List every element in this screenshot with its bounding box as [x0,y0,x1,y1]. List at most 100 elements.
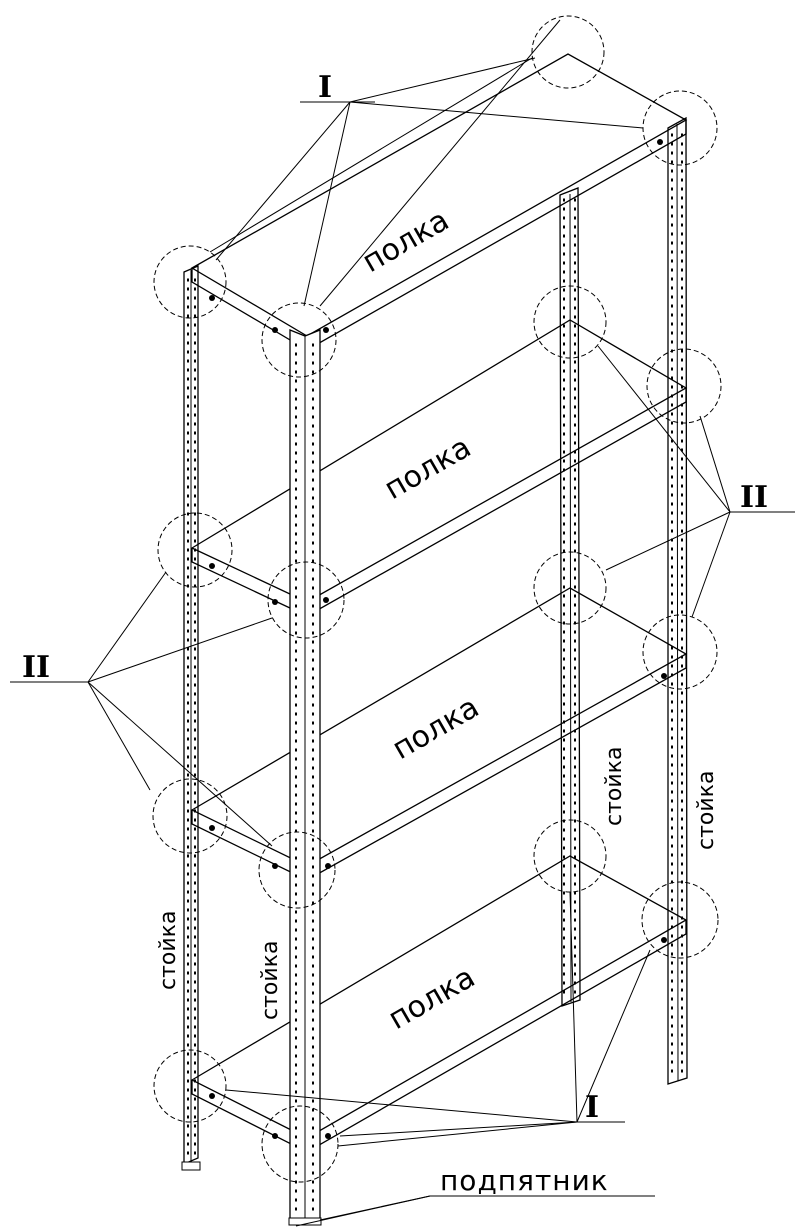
perforation-hole [671,421,673,425]
perforation-hole [574,729,576,733]
perforation-hole [194,395,196,399]
perforation-hole [187,305,189,309]
perforation-hole [295,1036,297,1040]
perforation-hole [194,467,196,471]
perforation-hole [194,845,196,849]
perforation-hole [312,919,314,923]
perforation-hole [295,595,297,599]
callouts-node-two-right [597,345,795,618]
perforation-hole [187,629,189,633]
perforation-hole [295,424,297,428]
perforation-hole [194,1007,196,1011]
perforation-hole [295,928,297,932]
perforation-hole [574,747,576,751]
perforation-hole [574,342,576,346]
perforation-hole [194,908,196,912]
perforation-hole [187,764,189,768]
perforation-hole [563,261,565,265]
perforation-hole [671,682,673,686]
perforation-hole [295,352,297,356]
perforation-hole [194,980,196,984]
node-label-one-bottom: I [585,1090,599,1125]
perforation-hole [194,458,196,462]
perforation-hole [312,640,314,644]
perforation-hole [563,783,565,787]
perforation-hole [187,1016,189,1020]
perforation-hole [295,847,297,851]
perforation-hole [681,619,683,623]
perforation-hole [312,1180,314,1184]
perforation-hole [681,232,683,236]
perforation-hole [574,198,576,202]
perforation-hole [671,925,673,929]
perforation-hole [681,187,683,191]
perforation-hole [681,376,683,380]
perforation-hole [187,944,189,948]
perforation-hole [312,424,314,428]
perforation-hole [187,593,189,597]
perforation-hole [671,1024,673,1028]
perforation-hole [187,710,189,714]
perforation-hole [681,331,683,335]
perforation-hole [194,782,196,786]
perforation-hole [671,943,673,947]
perforation-hole [671,178,673,182]
perforation-hole [295,1126,297,1130]
perforation-hole [187,512,189,516]
perforation-hole [295,829,297,833]
perforation-hole [295,721,297,725]
perforation-hole [312,694,314,698]
perforation-hole [671,889,673,893]
perforation-hole [187,611,189,615]
perforation-hole [194,485,196,489]
perforation-hole [312,667,314,671]
perforation-hole [671,1069,673,1073]
perforation-hole [187,881,189,885]
perforation-hole [671,511,673,515]
perforation-hole [312,703,314,707]
perforation-hole [563,810,565,814]
perforation-hole [312,442,314,446]
perforation-hole [187,692,189,696]
feet [181,1161,322,1226]
perforation-hole [187,782,189,786]
perforation-hole [681,385,683,389]
perforation-hole [574,918,576,922]
perforation-hole [563,693,565,697]
perforation-hole [574,423,576,427]
perforation-hole [563,486,565,490]
perforation-hole [312,577,314,581]
perforation-hole [187,647,189,651]
perforation-hole [563,423,565,427]
perforation-hole [312,991,314,995]
perforation-hole [681,907,683,911]
perforation-hole [681,853,683,857]
perforation-hole [574,648,576,652]
perforation-hole [295,586,297,590]
perforation-hole [312,829,314,833]
perforation-hole [563,639,565,643]
perforation-hole [194,575,196,579]
perforation-hole [563,531,565,535]
perforation-hole [681,844,683,848]
perforation-hole [563,594,565,598]
perforation-hole [295,883,297,887]
perforation-hole [671,601,673,605]
perforation-hole [574,945,576,949]
perforation-hole [295,415,297,419]
perforation-hole [563,576,565,580]
perforation-hole [681,700,683,704]
perforation-hole [312,622,314,626]
perforation-hole [295,865,297,869]
perforation-hole [312,1207,314,1211]
perforation-hole [574,387,576,391]
perforation-hole [312,1000,314,1004]
perforation-hole [295,514,297,518]
post-label-left: стойка [156,911,181,990]
perforation-hole [194,359,196,363]
perforation-hole [681,1033,683,1037]
perforation-hole [671,367,673,371]
perforation-hole [574,297,576,301]
post-label-back-right: стойка [694,771,719,850]
perforation-hole [295,919,297,923]
